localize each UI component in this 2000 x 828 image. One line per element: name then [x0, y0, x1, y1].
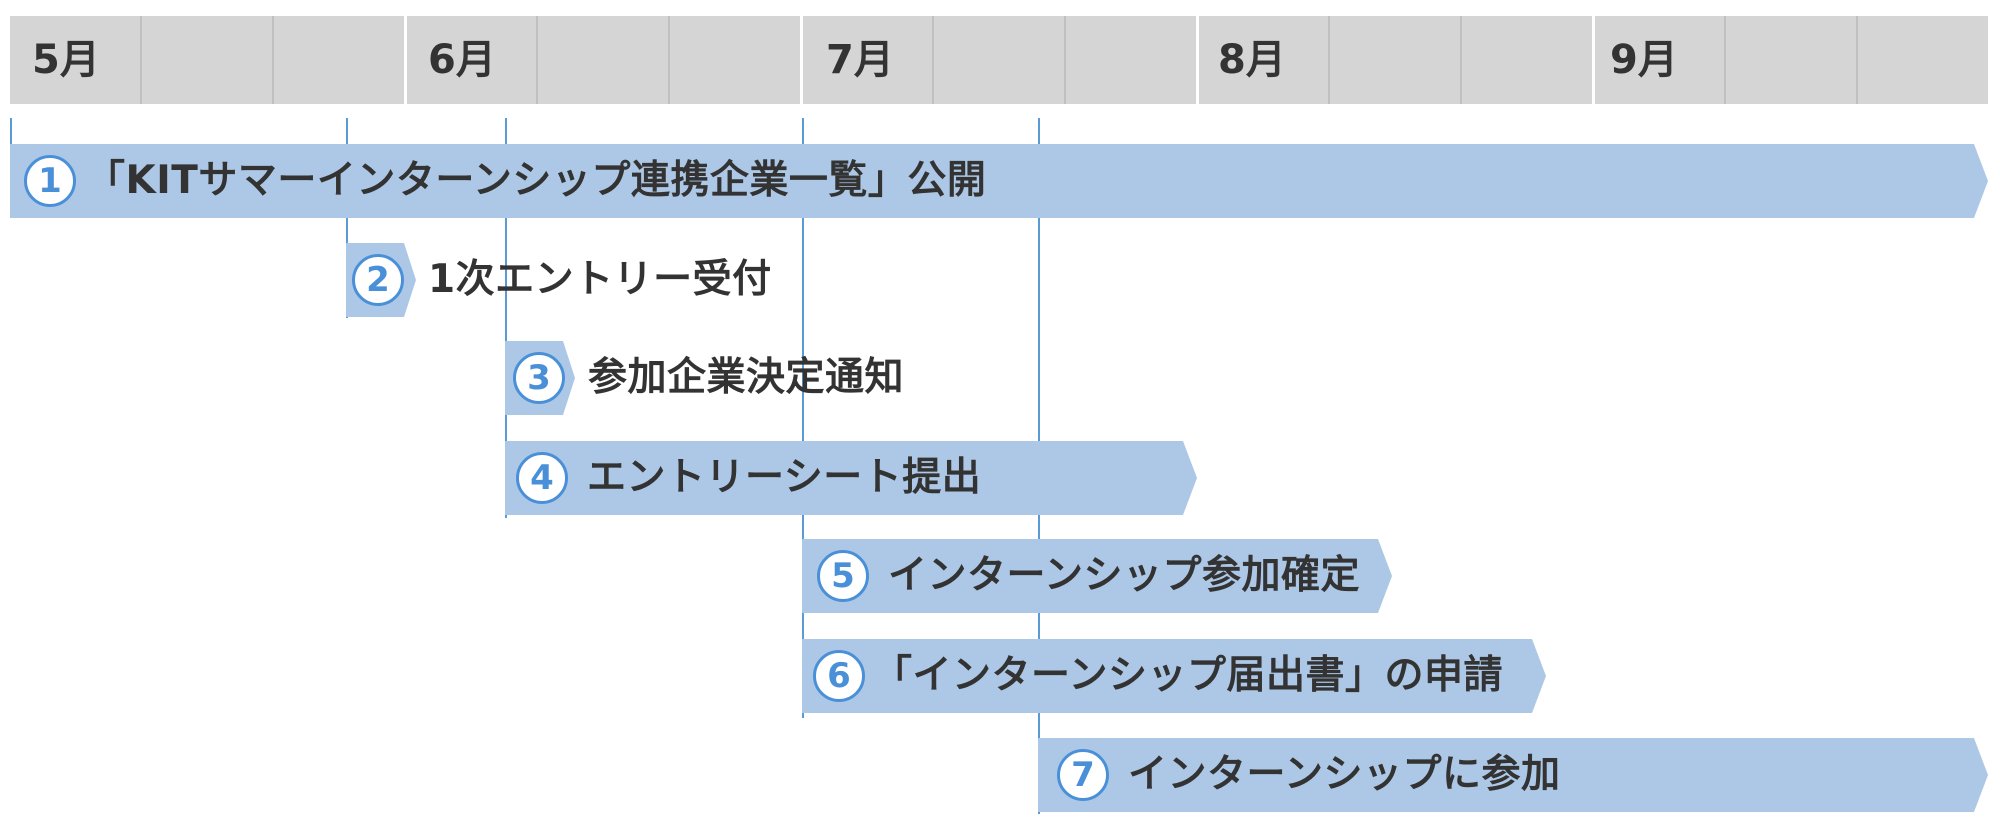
- task-label-3: 参加企業決定通知: [588, 355, 905, 400]
- step-badge-6: 6: [813, 650, 865, 702]
- milestone-line: [346, 118, 348, 318]
- header-divider: [272, 16, 274, 104]
- header-divider: [536, 16, 538, 104]
- header-divider: [668, 16, 670, 104]
- task-bar-7: [1038, 738, 1988, 812]
- header-divider: [1328, 16, 1330, 104]
- step-badge-3: 3: [513, 352, 565, 404]
- header-divider: [1856, 16, 1858, 104]
- task-label-4: エントリーシート提出: [587, 455, 982, 500]
- task-label-6: 「インターンシップ届出書」の申請: [873, 653, 1504, 698]
- month-label-june: 6月: [428, 37, 496, 83]
- step-badge-5: 5: [817, 550, 869, 602]
- header-divider: [1724, 16, 1726, 104]
- task-bar-6: [802, 639, 1546, 713]
- milestone-line: [505, 118, 507, 518]
- header-divider: [1460, 16, 1462, 104]
- milestone-line: [802, 118, 804, 718]
- step-badge-7: 7: [1057, 749, 1109, 801]
- task-label-2: 1次エントリー受付: [428, 257, 772, 302]
- month-divider: [800, 16, 803, 104]
- header-divider: [140, 16, 142, 104]
- task-bar-4: [505, 441, 1197, 515]
- task-bar-1: [10, 144, 1988, 218]
- month-label-july: 7月: [826, 37, 894, 83]
- timeline-header: [10, 16, 1988, 104]
- step-badge-2: 2: [352, 254, 404, 306]
- month-divider: [1196, 16, 1199, 104]
- month-label-may: 5月: [32, 37, 100, 83]
- month-label-august: 8月: [1218, 37, 1286, 83]
- task-label-7: インターンシップに参加: [1128, 752, 1561, 797]
- month-divider: [1592, 16, 1595, 104]
- header-divider: [932, 16, 934, 104]
- header-divider: [1064, 16, 1066, 104]
- step-badge-4: 4: [516, 452, 568, 504]
- month-divider: [404, 16, 407, 104]
- task-label-1: 「KITサマーインターンシップ連携企業一覧」公開: [86, 158, 987, 203]
- task-bar-5: [802, 539, 1392, 613]
- step-badge-1: 1: [24, 155, 76, 207]
- task-label-5: インターンシップ参加確定: [888, 553, 1361, 598]
- month-label-september: 9月: [1610, 37, 1678, 83]
